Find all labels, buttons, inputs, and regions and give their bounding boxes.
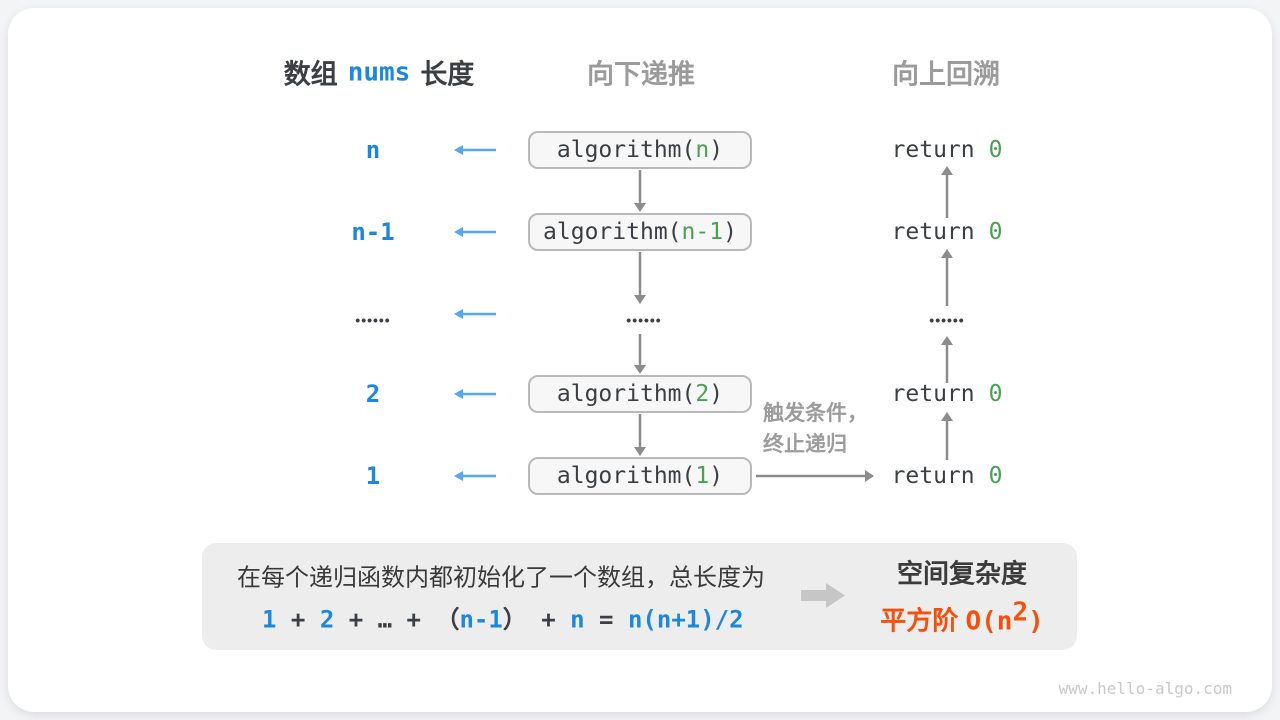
return-statement-2: return 0 [892,381,1003,407]
call-box-1: algorithm(1) [528,457,752,495]
bigo-prefix: O(n [965,606,1013,637]
summary-text: 在每个递归函数内都初始化了一个数组，总长度为 [237,564,765,592]
return-statement-n: return 0 [892,137,1003,163]
return-statement-n1: return 0 [892,219,1003,245]
formula-seg: 1 [262,605,277,634]
formula-seg: = [584,605,628,634]
header-array-length: 数组 nums 长度 [284,53,475,92]
block-arrow-icon [801,583,845,608]
return-keyword: return [891,463,975,489]
length-label-2: 2 [365,380,381,408]
return-value: 0 [988,463,1003,489]
ellipsis-right: •••••• [929,312,965,328]
complexity-order: 平方阶 [880,605,959,636]
formula-seg: + [334,605,378,634]
ellipsis-left: •••••• [355,312,391,328]
formula-seg: … [377,605,393,634]
length-label-n: n [365,136,381,164]
header-array-pre: 数组 [283,59,338,90]
call-suffix: ) [723,219,737,245]
return-statement-1: return 0 [892,463,1003,489]
return-keyword: return [891,219,975,245]
call-suffix: ) [709,381,724,407]
terminate-note-line2: 终止递归 [763,433,847,456]
header-backtrack-up: 向上回溯 [892,59,1000,90]
call-arg: n [695,137,710,163]
header-array-code: nums [347,57,411,87]
summary-box [202,543,1077,650]
return-value: 0 [988,219,1003,245]
formula-seg: n-1 [459,605,503,634]
watermark: www.hello-algo.com [1058,679,1232,698]
ellipsis-middle: •••••• [626,312,662,328]
call-prefix: algorithm( [556,137,696,163]
formula-seg: + [392,605,436,634]
return-value: 0 [988,137,1003,163]
formula-seg: （ [435,605,460,634]
length-label-n1: n-1 [351,218,395,246]
call-prefix: algorithm( [556,381,696,407]
length-label-1: 1 [365,462,381,490]
summary-formula: 1 + 2 + … + （n-1） + n = n(n+1)/2 [262,600,744,635]
complexity-value: 平方阶 O(n2) [880,597,1044,638]
formula-seg: + [276,605,320,634]
return-value: 0 [988,381,1003,407]
call-arg: 1 [695,463,710,489]
call-prefix: algorithm( [543,219,682,245]
formula-seg: n(n+1)/2 [627,605,744,634]
call-box-n1: algorithm(n-1) [528,213,752,251]
call-box-n: algorithm(n) [528,131,752,169]
call-prefix: algorithm( [556,463,696,489]
return-keyword: return [891,137,975,163]
complexity-title: 空间复杂度 [896,558,1028,589]
formula-seg: + [526,605,571,634]
terminate-note-line1: 触发条件， [763,402,868,425]
call-suffix: ) [709,463,724,489]
terminate-note: 触发条件， 终止递归 [763,398,868,460]
header-recurse-down: 向下递推 [587,59,695,90]
formula-seg: ） [502,605,527,634]
header-array-post: 长度 [420,59,475,90]
bigo-suffix: ) [1028,606,1044,637]
call-box-2: algorithm(2) [528,375,752,413]
formula-seg: 2 [319,605,335,634]
call-suffix: ) [709,137,724,163]
formula-seg: n [570,605,585,634]
return-keyword: return [891,381,975,407]
call-arg: n-1 [681,219,724,245]
bigo-exponent: 2 [1012,597,1029,628]
call-arg: 2 [695,381,710,407]
